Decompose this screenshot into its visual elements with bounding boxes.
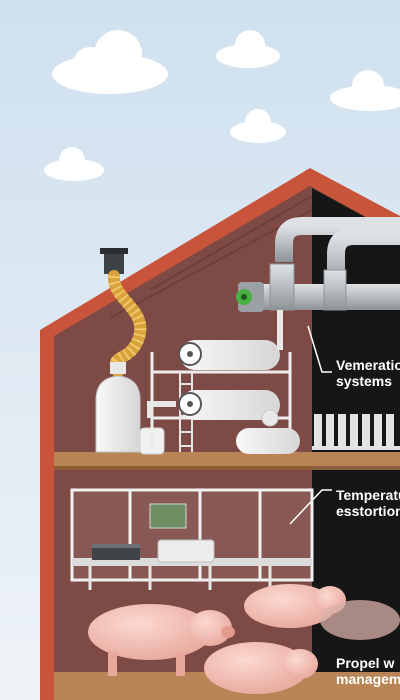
white-equipment-unit xyxy=(157,539,215,563)
roof-rafters xyxy=(109,195,313,319)
pigs xyxy=(88,584,400,694)
clouds xyxy=(44,30,400,181)
exhaust-cap xyxy=(104,250,124,274)
control-room-frame xyxy=(70,488,314,582)
cloud xyxy=(52,30,168,94)
support-legs xyxy=(88,566,272,590)
callout-2-line1: Temperatu xyxy=(336,487,400,503)
yellow-flex-duct xyxy=(100,248,147,378)
lower-cylinder-tank xyxy=(178,390,280,420)
cloud xyxy=(216,30,280,68)
floor-tank xyxy=(236,409,300,454)
upper-cylinder-tank xyxy=(178,340,280,370)
callout-3-line2: managem xyxy=(336,671,400,687)
upper-floor xyxy=(54,452,400,468)
callout-temperature-control: Temperatu esstortion xyxy=(336,487,400,519)
callout-1-line2: systems xyxy=(336,373,393,389)
callout-leaders xyxy=(289,325,332,525)
exhaust-cap-top xyxy=(100,248,128,254)
callout-3-line1: Propel w xyxy=(336,655,395,671)
callout-ventilation-systems: Vemeratio systems xyxy=(336,357,400,389)
pig xyxy=(88,604,235,676)
control-box-lid xyxy=(92,544,140,548)
upper-floor-edge xyxy=(54,466,400,470)
connector-pipe xyxy=(147,401,176,418)
overhead-ventilation-pipes xyxy=(236,217,400,350)
cloud xyxy=(44,147,104,181)
cloud xyxy=(330,70,400,111)
pig xyxy=(204,642,318,694)
control-panel-screen xyxy=(149,503,187,529)
pig xyxy=(320,600,400,640)
callout-2-line2: esstortion xyxy=(336,503,400,519)
callout-1-line1: Vemeratio xyxy=(336,357,400,373)
stall-panels xyxy=(312,414,400,450)
cloud xyxy=(230,109,286,143)
control-box xyxy=(92,546,140,560)
white-storage-tank xyxy=(95,362,141,453)
callout-waste-management: Propel w managem xyxy=(336,655,400,687)
